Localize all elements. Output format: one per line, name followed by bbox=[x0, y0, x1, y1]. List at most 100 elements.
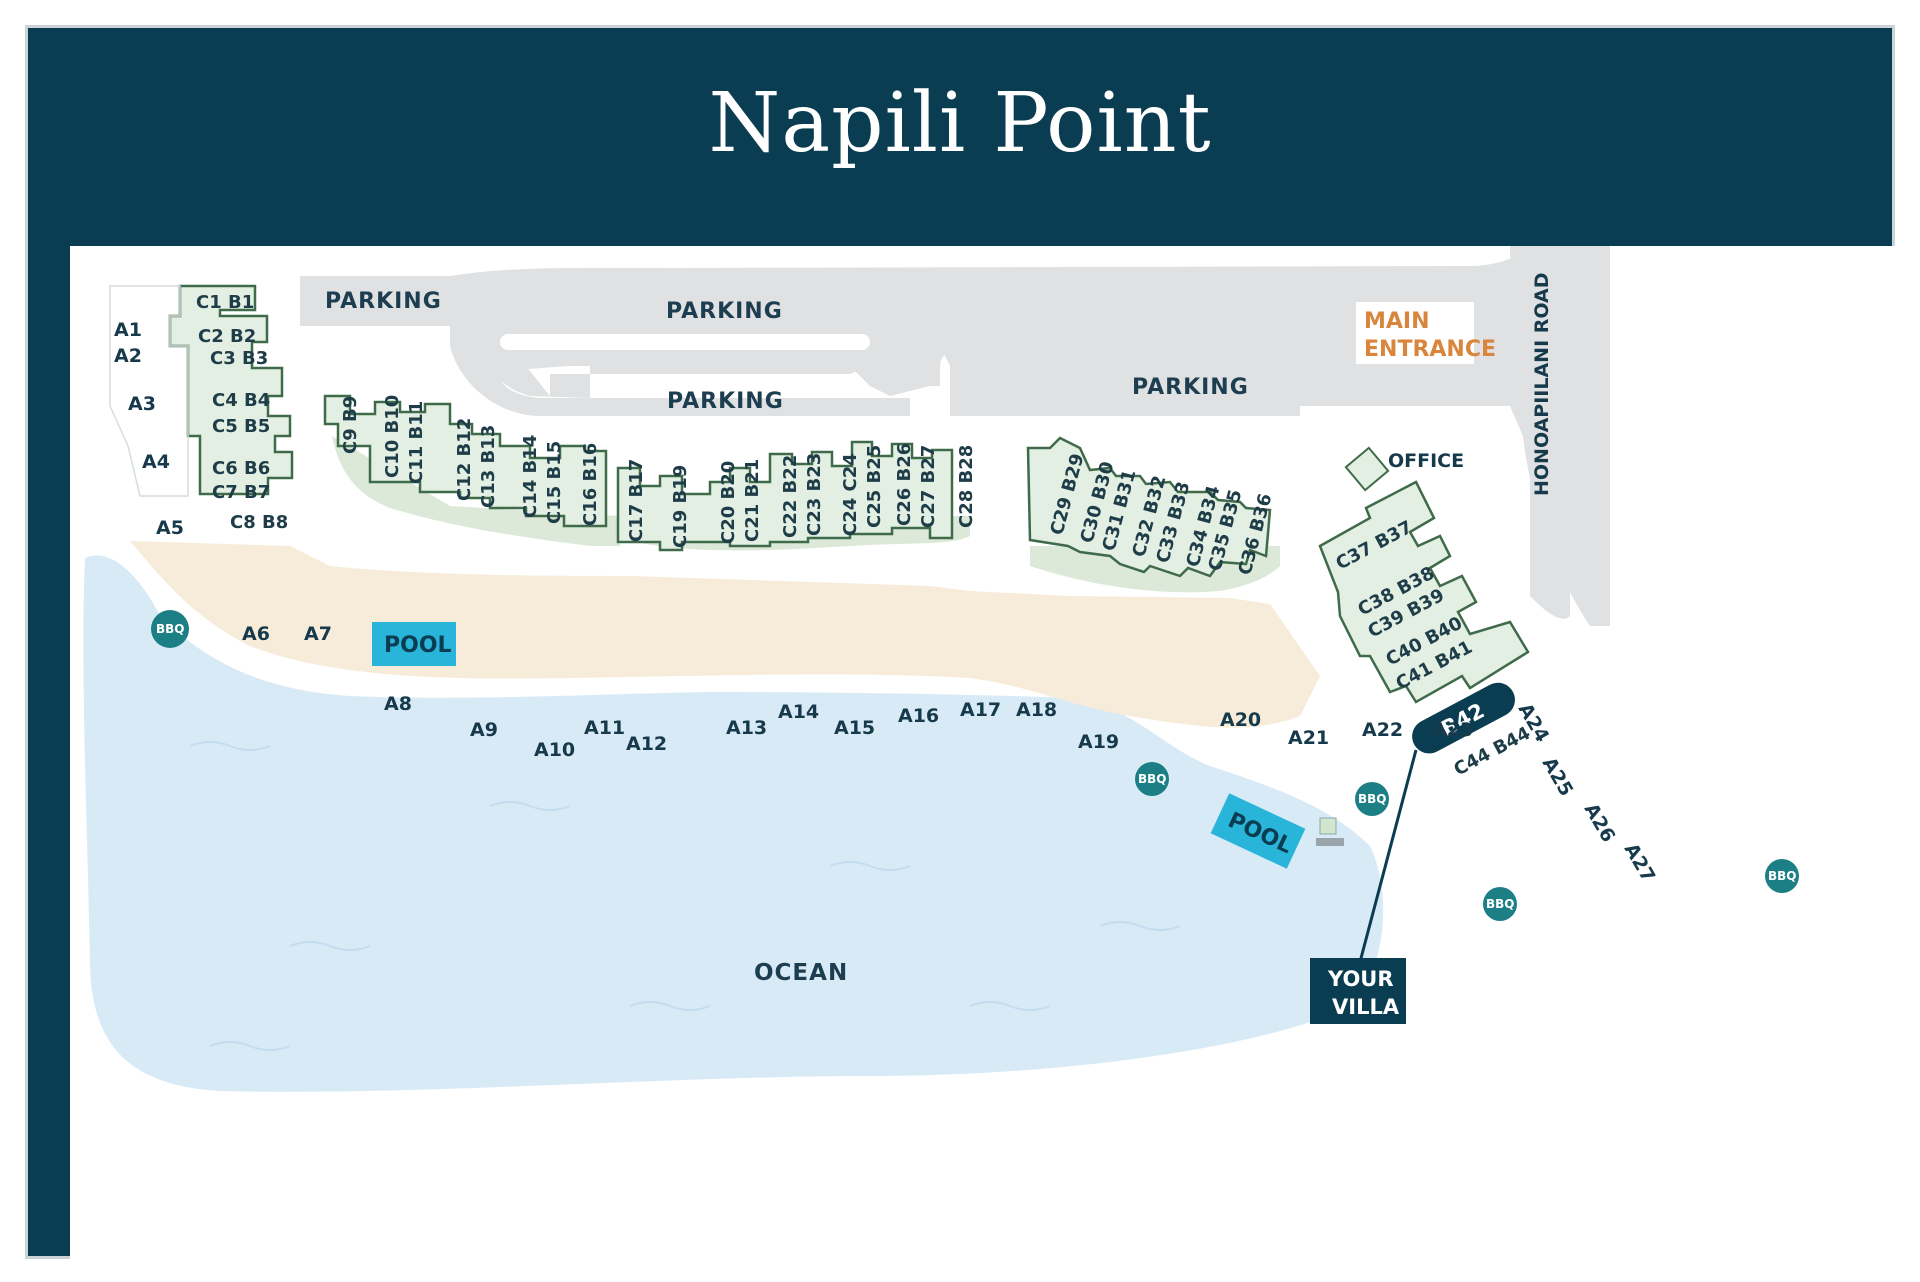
svg-text:BBQ: BBQ bbox=[1138, 772, 1167, 786]
svg-text:BBQ: BBQ bbox=[156, 622, 185, 636]
office-label: OFFICE bbox=[1388, 450, 1464, 472]
building-c29-c36 bbox=[1026, 436, 1272, 578]
bbq-icon: BBQ bbox=[1483, 887, 1517, 921]
resort-map: PARKING PARKING PARKING PARKING MAIN ENT… bbox=[70, 246, 1906, 1282]
left-block-labels: C1 B1 C2 B2 C3 B3 C4 B4 C5 B5 C6 B6 C7 B… bbox=[196, 292, 288, 533]
unit-label: A12 bbox=[626, 733, 667, 755]
bbq-icon: BBQ bbox=[151, 610, 189, 648]
lounge-chair-icon bbox=[1319, 817, 1337, 835]
building-label: C11 B11 bbox=[406, 401, 427, 484]
unit-label: A25 bbox=[1538, 754, 1578, 801]
building-label: C14 B14 bbox=[520, 435, 541, 518]
building-label: C23 B23 bbox=[804, 453, 825, 536]
building-label: C12 B12 bbox=[454, 418, 475, 501]
bench-icon bbox=[1316, 838, 1344, 846]
building-label: C15 B15 bbox=[544, 441, 565, 524]
unit-label: A22 bbox=[1362, 719, 1403, 741]
building-c9-c16 bbox=[323, 394, 608, 528]
building-label: C2 B2 bbox=[198, 326, 256, 347]
building-c17-c28 bbox=[616, 440, 954, 552]
your-villa-label: VILLA bbox=[1332, 995, 1400, 1019]
main-entrance-label: ENTRANCE bbox=[1364, 337, 1496, 362]
building-label: C13 B13 bbox=[478, 425, 499, 508]
map-canvas: PARKING PARKING PARKING PARKING MAIN ENT… bbox=[83, 246, 1799, 1092]
ocean-waves bbox=[189, 741, 1181, 1051]
svg-text:BBQ: BBQ bbox=[1358, 792, 1387, 806]
parking-islands bbox=[500, 334, 870, 350]
building-label: C28 B28 bbox=[956, 445, 977, 528]
pool-1 bbox=[372, 622, 456, 666]
building-label: C21 B21 bbox=[742, 459, 763, 542]
main-entrance-label: MAIN bbox=[1364, 309, 1430, 334]
unit-label: A9 bbox=[470, 719, 498, 741]
unit-label: A18 bbox=[1016, 699, 1057, 721]
unit-label: A21 bbox=[1288, 727, 1329, 749]
building-c37-c44 bbox=[1318, 480, 1530, 704]
building-label: C10 B10 bbox=[382, 395, 403, 478]
building-label: C16 B16 bbox=[580, 443, 601, 526]
road-label: HONOAPIILANI ROAD bbox=[1531, 272, 1553, 496]
parking-label: PARKING bbox=[667, 389, 784, 414]
unit-label: A1 bbox=[114, 319, 142, 341]
pool-label: POOL bbox=[384, 633, 452, 658]
unit-label: A17 bbox=[960, 699, 1001, 721]
row-1-labels: C9 B9 C10 B10 C11 B11 C12 B12 C13 B13 C1… bbox=[340, 395, 601, 526]
building-label: C4 B4 bbox=[212, 390, 270, 411]
unit-label: A27 bbox=[1620, 840, 1660, 887]
unit-label: A26 bbox=[1580, 800, 1620, 847]
parking-label: PARKING bbox=[325, 289, 442, 314]
building-label: C26 B26 bbox=[894, 443, 915, 526]
bbq-markers: BBQ BBQ BBQ BBQ BBQ bbox=[151, 610, 1799, 921]
unit-label: A23 bbox=[1432, 719, 1473, 741]
office-building bbox=[1344, 446, 1390, 492]
unit-label: A5 bbox=[156, 517, 184, 539]
unit-label: A20 bbox=[1220, 709, 1261, 731]
building-label: C19 B19 bbox=[670, 465, 691, 548]
your-villa-label: YOUR bbox=[1327, 967, 1394, 991]
building-label: C17 B17 bbox=[626, 459, 647, 542]
building-label: C1 B1 bbox=[196, 292, 254, 313]
ocean-area bbox=[83, 555, 1384, 1092]
building-label: C8 B8 bbox=[230, 512, 288, 533]
unit-label: A14 bbox=[778, 701, 819, 723]
bbq-icon: BBQ bbox=[1355, 782, 1389, 816]
greenery bbox=[332, 436, 620, 546]
unit-label: A8 bbox=[384, 693, 412, 715]
parking-label: PARKING bbox=[666, 299, 783, 324]
a-strip-outline bbox=[109, 285, 189, 497]
building-label: C22 B22 bbox=[780, 455, 801, 538]
svg-text:BBQ: BBQ bbox=[1486, 897, 1515, 911]
villa-pointer-line bbox=[1358, 749, 1418, 963]
unit-label: A3 bbox=[128, 393, 156, 415]
building-label: C7 B7 bbox=[212, 482, 270, 503]
unit-label: A4 bbox=[142, 451, 170, 473]
building-label: C25 B25 bbox=[864, 445, 885, 528]
unit-label: A19 bbox=[1078, 731, 1119, 753]
svg-text:BBQ: BBQ bbox=[1768, 869, 1797, 883]
your-villa-box bbox=[1310, 958, 1406, 1024]
ocean-label: OCEAN bbox=[754, 960, 848, 986]
unit-label: A2 bbox=[114, 345, 142, 367]
unit-label: A10 bbox=[534, 739, 575, 761]
unit-label: A11 bbox=[584, 717, 625, 739]
building-label: C9 B9 bbox=[340, 396, 361, 454]
unit-label: A13 bbox=[726, 717, 767, 739]
building-label: C20 B20 bbox=[718, 461, 739, 544]
row-2-labels: C17 B17 C19 B19 C20 B20 C21 B21 C22 B22 … bbox=[626, 443, 977, 548]
beach-sand bbox=[130, 541, 1320, 728]
map-frame: Napili Point bbox=[28, 28, 1906, 1282]
building-label: C3 B3 bbox=[210, 348, 268, 369]
bbq-icon: BBQ bbox=[1765, 859, 1799, 893]
building-label: C5 B5 bbox=[212, 416, 270, 437]
building-label: C24 C24 bbox=[840, 453, 861, 536]
entrance-box bbox=[1356, 302, 1474, 364]
honoapiilani-road bbox=[1510, 246, 1610, 626]
unit-label: A16 bbox=[898, 705, 939, 727]
building-label: C6 B6 bbox=[212, 458, 270, 479]
unit-label: A7 bbox=[304, 623, 332, 645]
unit-label: A15 bbox=[834, 717, 875, 739]
page-title: Napili Point bbox=[708, 75, 1212, 171]
unit-label: A6 bbox=[242, 623, 270, 645]
building-label: C27 B27 bbox=[918, 445, 939, 528]
bbq-icon: BBQ bbox=[1135, 762, 1169, 796]
